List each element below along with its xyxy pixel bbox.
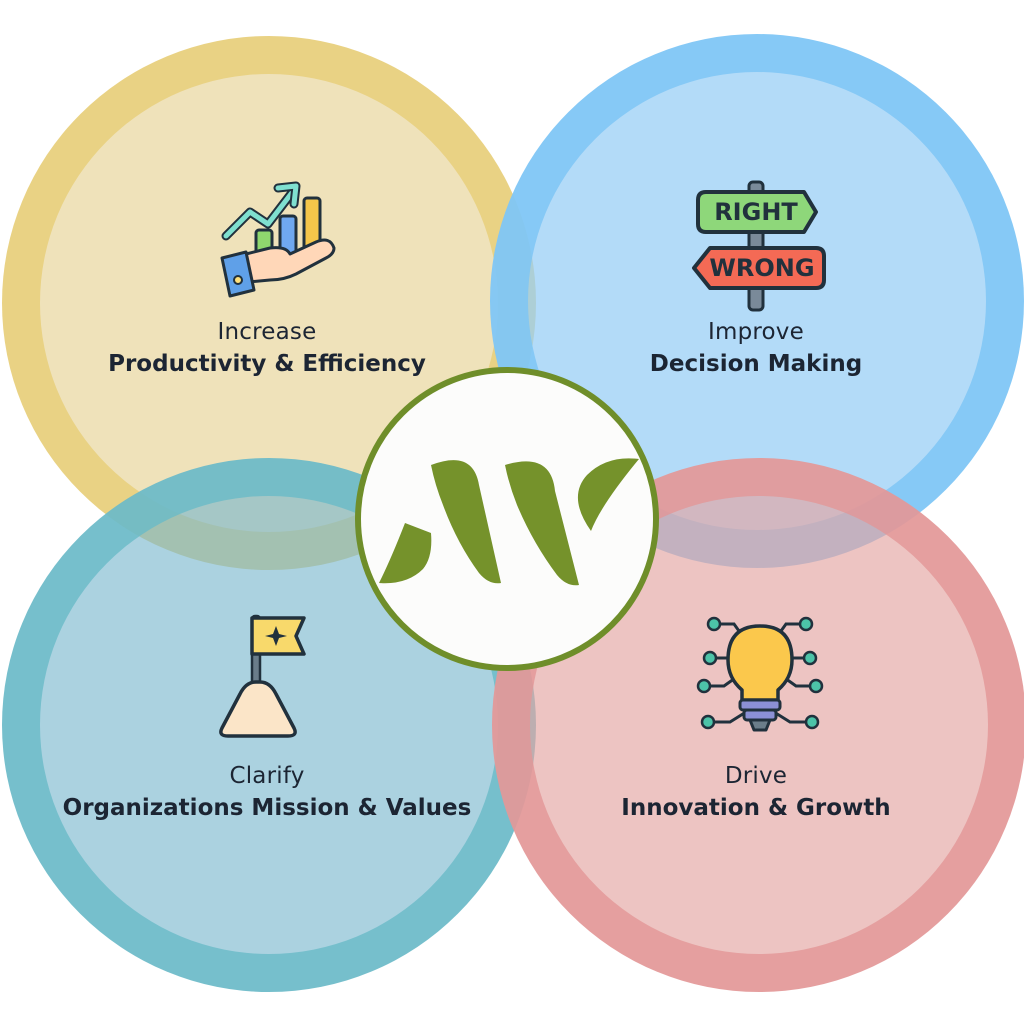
caption-subject: Productivity & Efficiency — [108, 351, 426, 377]
company-logo-icon — [355, 367, 659, 671]
caption-bottom-right: Drive Innovation & Growth — [536, 760, 976, 824]
caption-verb: Increase — [217, 319, 317, 345]
caption-verb: Clarify — [229, 763, 305, 789]
caption-bottom-left: Clarify Organizations Mission & Values — [47, 760, 487, 824]
caption-top-left: Increase Productivity & Efficiency — [47, 316, 487, 380]
caption-subject: Innovation & Growth — [621, 795, 891, 821]
lightbulb-circuit-icon — [690, 604, 830, 744]
caption-subject: Decision Making — [649, 351, 863, 377]
caption-verb: Improve — [708, 319, 804, 345]
sign-right-text: RIGHT — [714, 198, 798, 226]
flag-on-mountain-icon — [200, 610, 340, 750]
caption-subject: Organizations Mission & Values — [62, 795, 472, 821]
right-wrong-signpost-icon: RIGHT WRONG — [686, 176, 826, 316]
caption-verb: Drive — [724, 763, 788, 789]
productivity-chart-hand-icon — [208, 172, 348, 312]
sign-wrong-text: WRONG — [709, 254, 814, 282]
caption-top-right: Improve Decision Making — [536, 316, 976, 380]
